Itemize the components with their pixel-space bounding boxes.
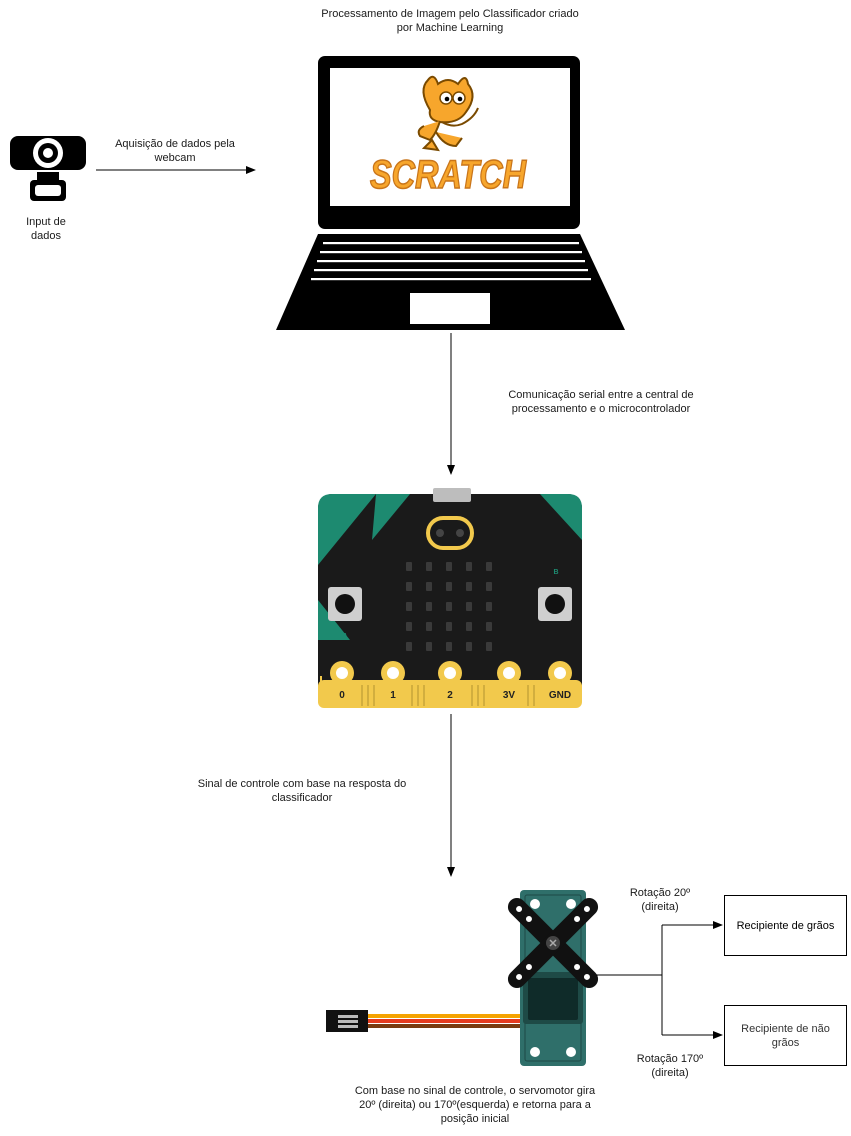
recipient-non-grains-box: Recipiente de não grãos [724, 1005, 847, 1066]
recipient-grains-label: Recipiente de grãos [736, 919, 835, 932]
button-a-label: A [342, 633, 347, 640]
recipient-grains-box: Recipiente de grãos [724, 895, 847, 956]
input-label: Input de dados [26, 216, 66, 242]
rotation-20-label: Rotação 20º (direita) [629, 887, 691, 913]
servo-note-label: Com base no sinal de controle, o servomo… [354, 1085, 596, 1125]
scratch-cat-icon [417, 75, 479, 152]
branch-connector [596, 921, 723, 1039]
button-a [328, 587, 362, 621]
pin-label-1: 1 [390, 690, 396, 701]
pin-label-0: 0 [339, 690, 345, 701]
pin-label-gnd: GND [549, 690, 571, 701]
scratch-logo: SCRATCH [370, 153, 527, 197]
pin-pads [330, 661, 572, 685]
microbit-board: 0 1 2 3V GND A B [318, 488, 582, 708]
control-signal-label: Sinal de controle com base na resposta d… [197, 778, 407, 804]
button-b-label: B [553, 569, 558, 576]
serial-comm-label: Comunicação serial entre a central de pr… [508, 389, 694, 415]
pin-label-2: 2 [447, 690, 453, 701]
webcam-icon [10, 136, 86, 201]
led-grid [406, 562, 492, 651]
pin-label-3v: 3V [503, 690, 516, 701]
servo-motor [507, 890, 599, 1066]
servo-cable [326, 1010, 525, 1032]
recipient-non-grains-label: Recipiente de não grãos [741, 1022, 830, 1049]
rotation-170-label: Rotação 170º (direita) [636, 1053, 704, 1079]
laptop-icon [276, 56, 625, 330]
webcam-arrow-label: Aquisição de dados pela webcam [115, 138, 235, 164]
button-b [538, 587, 572, 621]
laptop-title: Processamento de Imagem pelo Classificad… [321, 8, 579, 34]
